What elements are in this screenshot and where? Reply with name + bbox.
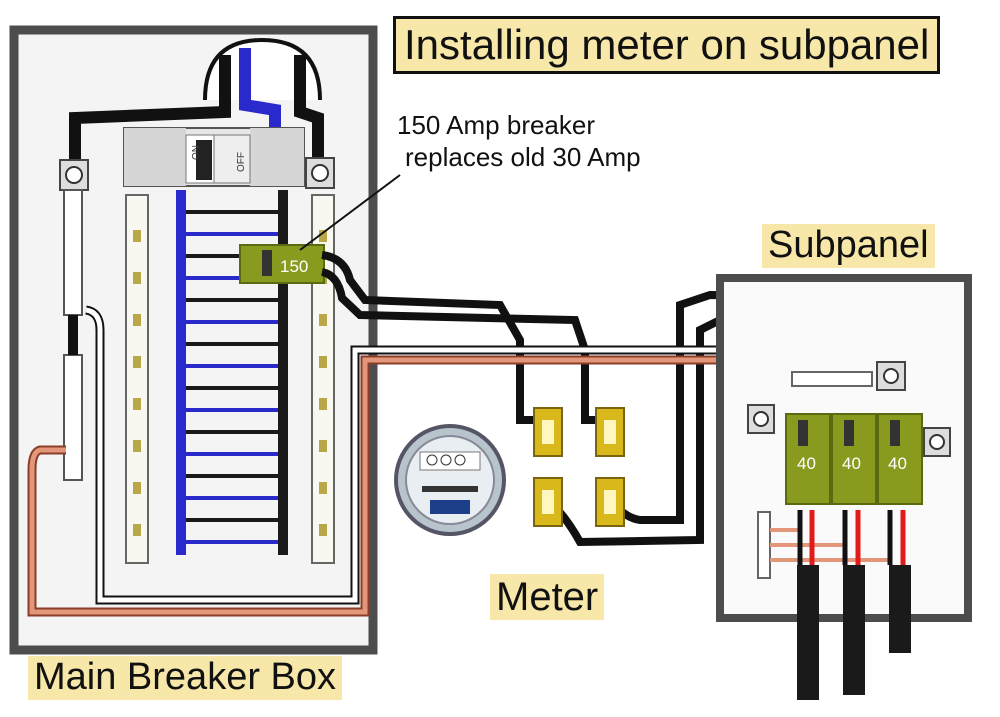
main-breaker-box-label: Main Breaker Box [28,656,343,700]
subpanel-neutral-bar [791,371,873,387]
incoming-hot-wire-2 [294,55,324,160]
bus-fingers [186,210,278,544]
incoming-neutral-wire [239,48,281,140]
incoming-hot-wire-1 [69,55,231,160]
terminal-screw-icon [883,368,899,384]
feeder-breaker-rating: 150 [280,257,309,276]
diagram-title: Installing meter on subpanel [393,16,941,74]
annotation-line-2: replaces old 30 Amp [405,142,641,173]
main-breaker-hatch-left [124,128,186,186]
main-breaker-off-label: OFF [236,152,247,172]
main-breaker-handle [196,140,212,180]
subpanel-label: Subpanel [762,224,935,268]
bus-bar-blue [176,190,186,555]
terminal-screw-icon [929,434,945,450]
electric-meter-icon [394,424,506,536]
rail-slots [133,230,327,536]
neutral-bar-bond [68,315,78,355]
right-breaker-rail [311,194,335,564]
main-breaker-on-label: ON [191,145,202,160]
left-breaker-rail [125,194,149,564]
bus-bar-black [278,190,288,555]
sub-breaker-rating-3: 40 [888,454,907,473]
neutral-bar-lower [63,354,83,481]
terminal-screw-icon [753,411,769,427]
annotation-line-1: 150 Amp breaker [397,110,596,141]
meter-label: Meter [490,574,605,620]
sub-breaker-rating-1: 40 [797,454,816,473]
service-entrance-cap [203,37,322,101]
subpanel-ground-bar [757,511,771,579]
sub-breaker-rating-2: 40 [842,454,861,473]
neutral-bar-upper [63,189,83,316]
main-breaker-hatch-right [250,128,304,186]
main-breaker-off-side [213,134,251,184]
breaker-icon [239,244,325,284]
annotation-pointer [299,174,401,251]
feeder-breaker-handle [262,250,272,276]
subpanel-breakers [785,413,923,505]
terminal-screw-icon [65,166,83,184]
terminal-screw-icon [311,164,329,182]
branch-circuits [770,510,911,700]
meter-lug-set [533,407,625,527]
feeder-cable-to-meter-b [320,268,610,424]
feeder-cable-to-meter-a [321,251,548,424]
